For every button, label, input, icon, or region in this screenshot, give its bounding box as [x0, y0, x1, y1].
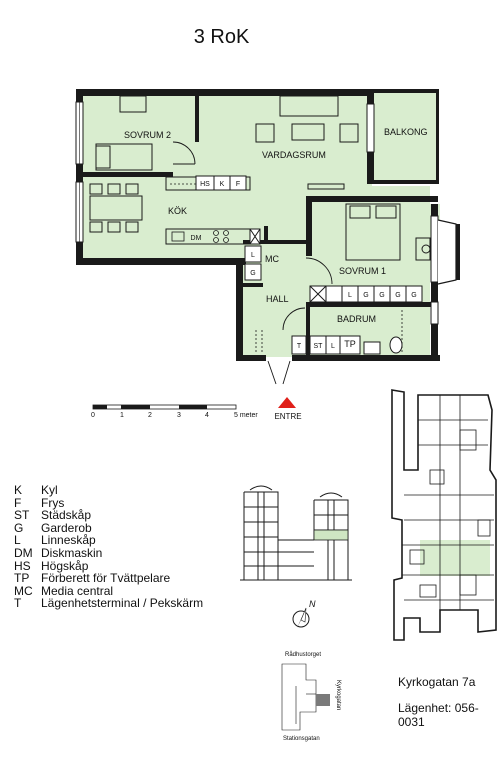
- legend-code: DM: [14, 545, 33, 560]
- legend-text: Förberett för Tvättpelare: [41, 571, 171, 586]
- doors: [172, 141, 333, 385]
- interior-walls: [83, 96, 431, 355]
- fixture-g-wardrobe-2: G: [379, 292, 384, 299]
- fixture-g-wardrobe-3: G: [395, 292, 400, 299]
- room-vardagsrum: VARDAGSRUM: [262, 150, 326, 160]
- fixture-g-wardrobe-1: G: [363, 292, 368, 299]
- sovrum1-furniture: [345, 203, 431, 261]
- sovrum2-furniture: [95, 95, 153, 171]
- legend-text: Garderob: [41, 520, 92, 535]
- legend-code: HS: [14, 558, 31, 573]
- fixture-l-bath: L: [331, 343, 335, 350]
- legend-text: Städskåp: [41, 508, 92, 523]
- fixture-g-wardrobe-4: G: [411, 292, 416, 299]
- legend-code: T: [14, 596, 22, 611]
- page-title: 3 RoK: [193, 26, 250, 48]
- legend-code: MC: [14, 583, 33, 598]
- legend-text: Frys: [41, 495, 65, 510]
- fixture-l-wardrobe: L: [348, 292, 352, 299]
- stove-icon: [213, 230, 229, 243]
- legend-row: G Garderob: [14, 522, 203, 535]
- fixture-f: F: [236, 181, 240, 188]
- room-kok: KÖK: [168, 206, 187, 216]
- legend-text: Linneskåp: [41, 533, 96, 548]
- location-map-highlight: [316, 694, 330, 706]
- wardrobe-row: [325, 285, 423, 303]
- legend-code: TP: [14, 571, 30, 586]
- scale-tick-5: 5 meter: [234, 412, 258, 419]
- legend-row: F Frys: [14, 495, 203, 510]
- legend-code: F: [14, 495, 22, 510]
- vardagsrum-furniture: [255, 95, 359, 190]
- entrance-label: ENTRE: [274, 412, 301, 421]
- legend-text: Kyl: [41, 483, 58, 497]
- legend-row: MC Media central: [14, 585, 203, 598]
- legend-text: Media central: [41, 583, 114, 598]
- building-key-plan: [391, 389, 497, 641]
- entrance-arrow-icon: [278, 397, 296, 408]
- legend-row: DM Diskmaskin: [14, 547, 203, 560]
- fixture-l-hall: L: [251, 252, 255, 259]
- room-balkong: BALKONG: [384, 127, 428, 137]
- fixture-st: ST: [314, 343, 324, 350]
- legend-code: K: [14, 483, 23, 497]
- room-sovrum1: SOVRUM 1: [339, 266, 386, 276]
- legend: K Kyl F Frys ST Städskåp G Garderob L Linnesk…: [14, 484, 203, 610]
- fixture-g-hall: G: [250, 270, 255, 277]
- legend-row: K Kyl: [14, 484, 203, 497]
- fixture-k: K: [220, 181, 225, 188]
- kitchen-tall-cabinets: [195, 175, 247, 191]
- badrum-fixtures: [291, 335, 403, 355]
- scale-tick-3: 3: [177, 412, 181, 419]
- legend-text: Lägenhetsterminal / Pekskärm: [41, 596, 204, 611]
- legend-text: Diskmaskin: [41, 545, 103, 560]
- scale-tick-4: 4: [205, 412, 209, 419]
- legend-code: ST: [14, 508, 30, 523]
- address: Kyrkogatan 7a: [398, 675, 476, 689]
- legend-row: TP Förberett för Tvättpelare: [14, 572, 203, 585]
- sink-icon: [171, 231, 185, 242]
- fixture-mc: MC: [265, 254, 279, 264]
- apartment-number: Lägenhet: 056-0031: [398, 701, 479, 729]
- scale-tick-1: 1: [120, 412, 124, 419]
- balcony-floor: [372, 93, 438, 183]
- street-right: Kyrkogatan: [335, 680, 341, 710]
- legend-code: G: [14, 520, 24, 535]
- legend-text: Högskåp: [41, 558, 89, 573]
- legend-code: L: [14, 533, 21, 548]
- hall-cabinets: [244, 245, 262, 281]
- room-hall: HALL: [266, 294, 289, 304]
- compass-north-label: N: [309, 599, 316, 609]
- legend-row: ST Städskåp: [14, 509, 203, 522]
- street-bottom: Stationsgatan: [283, 736, 320, 742]
- scale-tick-0: 0: [91, 412, 95, 419]
- fixture-t: T: [297, 343, 302, 350]
- location-map: [281, 663, 317, 731]
- room-sovrum2: SOVRUM 2: [124, 130, 171, 140]
- legend-row: T Lägenhetsterminal / Pekskärm: [14, 597, 203, 610]
- scale-bar: [92, 404, 237, 410]
- legend-row: L Linneskåp: [14, 534, 203, 547]
- street-top: Rådhustorget: [285, 651, 321, 658]
- room-badrum: BADRUM: [337, 314, 376, 324]
- fixture-hs: HS: [200, 181, 210, 188]
- bay-window: [437, 219, 457, 285]
- legend-row: HS Högskåp: [14, 558, 203, 573]
- scale-tick-2: 2: [148, 412, 152, 419]
- compass-icon: [292, 607, 310, 628]
- fixture-dm: DM: [191, 235, 202, 242]
- fixture-tp: TP: [344, 339, 356, 349]
